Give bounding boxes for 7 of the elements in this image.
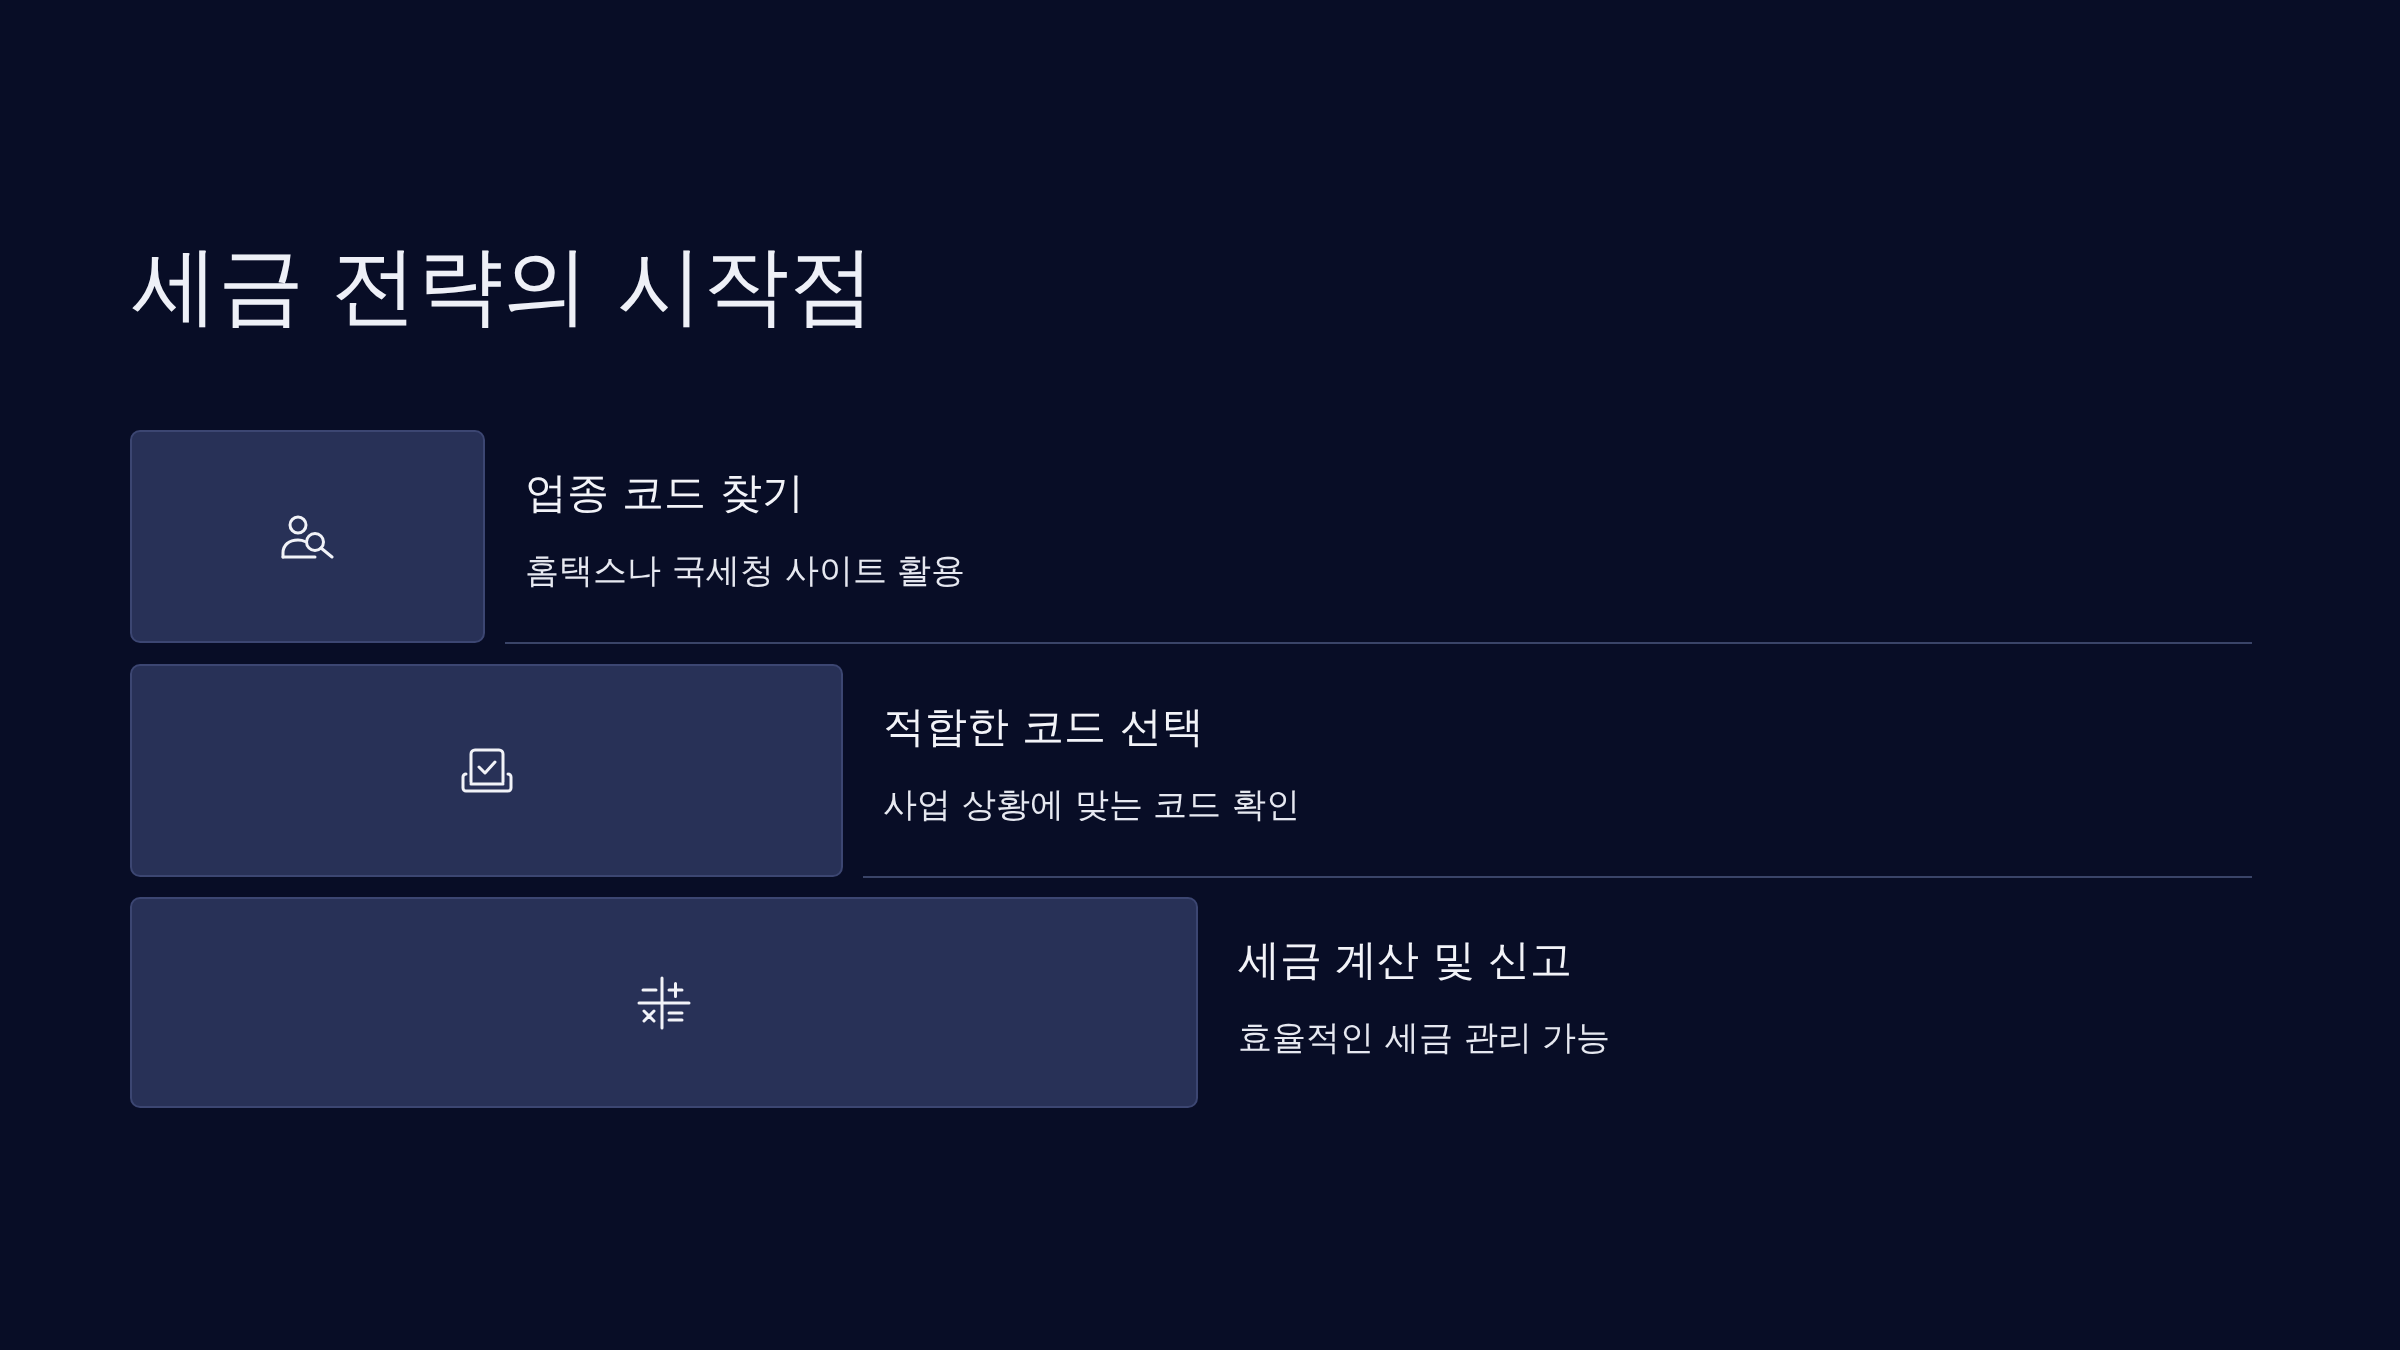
step-description: 홈택스나 국세청 사이트 활용 bbox=[525, 550, 966, 591]
step-heading: 적합한 코드 선택 bbox=[883, 702, 1204, 753]
step-heading: 업종 코드 찾기 bbox=[525, 468, 804, 519]
page-title: 세금 전략의 시작점 bbox=[132, 238, 875, 333]
step-description: 사업 상황에 맞는 코드 확인 bbox=[883, 784, 1301, 825]
step-heading: 세금 계산 및 신고 bbox=[1238, 935, 1573, 986]
step-description: 효율적인 세금 관리 가능 bbox=[1238, 1017, 1611, 1058]
